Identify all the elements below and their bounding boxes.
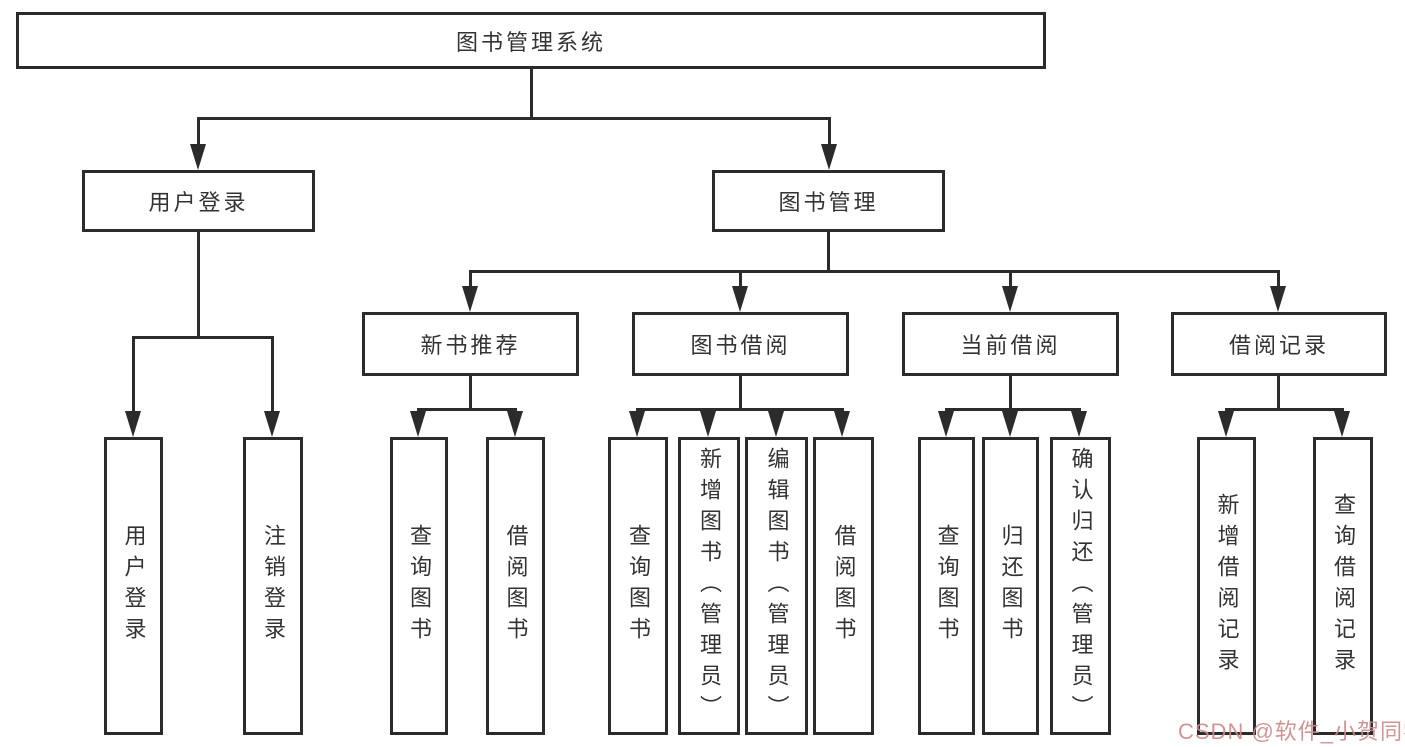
connector-root-drop-right — [828, 117, 831, 144]
leaf-user-login-label: 用户登录 — [121, 524, 147, 648]
leaf-borrow-books-recommend-label: 借阅图书 — [503, 524, 529, 648]
connector-user-login-vertical — [197, 232, 200, 336]
connector-new-book-drop-2 — [514, 408, 517, 413]
connector-root-vertical — [530, 69, 533, 117]
arrow-down-icon — [1002, 286, 1018, 312]
connector-records-drop-2 — [1341, 408, 1344, 413]
arrow-down-icon — [1218, 411, 1234, 437]
arrow-down-icon — [1270, 286, 1286, 312]
node-current-borrowing: 当前借阅 — [902, 312, 1119, 376]
connector-borrowing-drop-1 — [636, 408, 639, 413]
connector-borrowing-drop-4 — [841, 408, 844, 413]
node-root: 图书管理系统 — [16, 12, 1046, 69]
csdn-watermark: CSDN @软件_小贺同学 — [1178, 719, 1405, 744]
node-book-management-label: 图书管理 — [778, 190, 879, 215]
leaf-add-borrow-record: 新增借阅记录 — [1197, 437, 1256, 735]
connector-user-login-horizontal — [132, 336, 274, 339]
leaf-query-books-borrowing: 查询图书 — [608, 437, 668, 735]
node-borrowing-records-label: 借阅记录 — [1228, 333, 1329, 358]
leaf-query-books-recommend-label: 查询图书 — [407, 524, 432, 648]
connector-current-drop-2 — [1009, 408, 1012, 413]
node-new-book-recommend-label: 新书推荐 — [420, 333, 521, 358]
connector-book-mgmt-drop-4 — [1277, 270, 1280, 286]
connector-book-mgmt-drop-3 — [1009, 270, 1012, 286]
connector-current-drop-3 — [1078, 408, 1081, 413]
arrow-down-icon — [264, 411, 280, 437]
leaf-return-books: 归还图书 — [982, 437, 1039, 735]
node-book-management: 图书管理 — [712, 170, 945, 232]
connector-book-mgmt-drop-2 — [739, 270, 742, 286]
leaf-confirm-return-admin-label: 确认归还（管理员） — [1068, 446, 1094, 726]
connector-current-drop-1 — [945, 408, 948, 413]
arrow-down-icon — [938, 411, 954, 437]
leaf-add-books-admin: 新增图书（管理员） — [678, 437, 740, 735]
arrow-down-icon — [507, 411, 523, 437]
node-new-book-recommend: 新书推荐 — [362, 312, 579, 376]
connector-user-login-drop-2 — [271, 336, 274, 411]
leaf-confirm-return-admin: 确认归还（管理员） — [1050, 437, 1111, 735]
leaf-query-books-current: 查询图书 — [918, 437, 975, 735]
arrow-down-icon — [1334, 411, 1350, 437]
leaf-logout-label: 注销登录 — [261, 524, 286, 648]
arrow-down-icon — [821, 144, 837, 170]
leaf-borrow-books-borrowing-label: 借阅图书 — [831, 524, 857, 648]
node-root-label: 图书管理系统 — [455, 29, 606, 55]
connector-new-book-drop-1 — [417, 408, 420, 413]
leaf-add-books-admin-label: 新增图书（管理员） — [697, 446, 722, 726]
leaf-edit-books-admin: 编辑图书（管理员） — [745, 437, 808, 735]
connector-new-book-horizontal — [417, 408, 517, 411]
connector-book-mgmt-drop-1 — [469, 270, 472, 286]
arrow-down-icon — [1071, 411, 1087, 437]
leaf-query-books-borrowing-label: 查询图书 — [626, 524, 651, 648]
leaf-query-books-recommend: 查询图书 — [390, 437, 448, 735]
connector-borrowing-drop-3 — [775, 408, 778, 413]
leaf-user-login: 用户登录 — [104, 437, 163, 735]
arrow-down-icon — [410, 411, 426, 437]
node-borrowing-records: 借阅记录 — [1171, 312, 1387, 376]
connector-current-horizontal — [945, 408, 1080, 411]
node-user-login: 用户登录 — [82, 170, 315, 232]
leaf-borrow-books-borrowing: 借阅图书 — [813, 437, 874, 735]
connector-borrowing-drop-2 — [707, 408, 710, 413]
arrow-down-icon — [700, 411, 716, 437]
connector-root-horizontal — [197, 117, 831, 120]
connector-borrowing-vertical — [739, 376, 742, 408]
connector-records-horizontal — [1225, 408, 1344, 411]
connector-book-mgmt-horizontal — [469, 270, 1280, 273]
leaf-return-books-label: 归还图书 — [998, 524, 1024, 648]
arrow-down-icon — [1002, 411, 1018, 437]
leaf-query-borrow-record-label: 查询借阅记录 — [1331, 493, 1356, 679]
arrow-down-icon — [190, 144, 206, 170]
arrow-down-icon — [125, 411, 141, 437]
node-book-borrowing-label: 图书借阅 — [690, 333, 791, 358]
leaf-add-borrow-record-label: 新增借阅记录 — [1214, 493, 1240, 679]
leaf-query-books-current-label: 查询图书 — [934, 524, 960, 648]
connector-records-vertical — [1277, 376, 1280, 408]
arrow-down-icon — [834, 411, 850, 437]
arrow-down-icon — [732, 286, 748, 312]
node-current-borrowing-label: 当前借阅 — [960, 333, 1061, 358]
connector-new-book-vertical — [469, 376, 472, 408]
connector-borrowing-horizontal — [636, 408, 844, 411]
connector-user-login-drop-1 — [132, 336, 135, 411]
connector-root-drop-left — [197, 117, 200, 144]
node-user-login-label: 用户登录 — [148, 190, 249, 215]
arrow-down-icon — [629, 411, 645, 437]
connector-records-drop-1 — [1225, 408, 1228, 413]
leaf-borrow-books-recommend: 借阅图书 — [486, 437, 545, 735]
leaf-query-borrow-record: 查询借阅记录 — [1313, 437, 1373, 735]
arrow-down-icon — [462, 286, 478, 312]
leaf-edit-books-admin-label: 编辑图书（管理员） — [764, 446, 790, 726]
node-book-borrowing: 图书借阅 — [632, 312, 849, 376]
connector-current-vertical — [1009, 376, 1012, 408]
leaf-logout: 注销登录 — [243, 437, 303, 735]
connector-book-mgmt-vertical — [827, 232, 830, 270]
arrow-down-icon — [768, 411, 784, 437]
